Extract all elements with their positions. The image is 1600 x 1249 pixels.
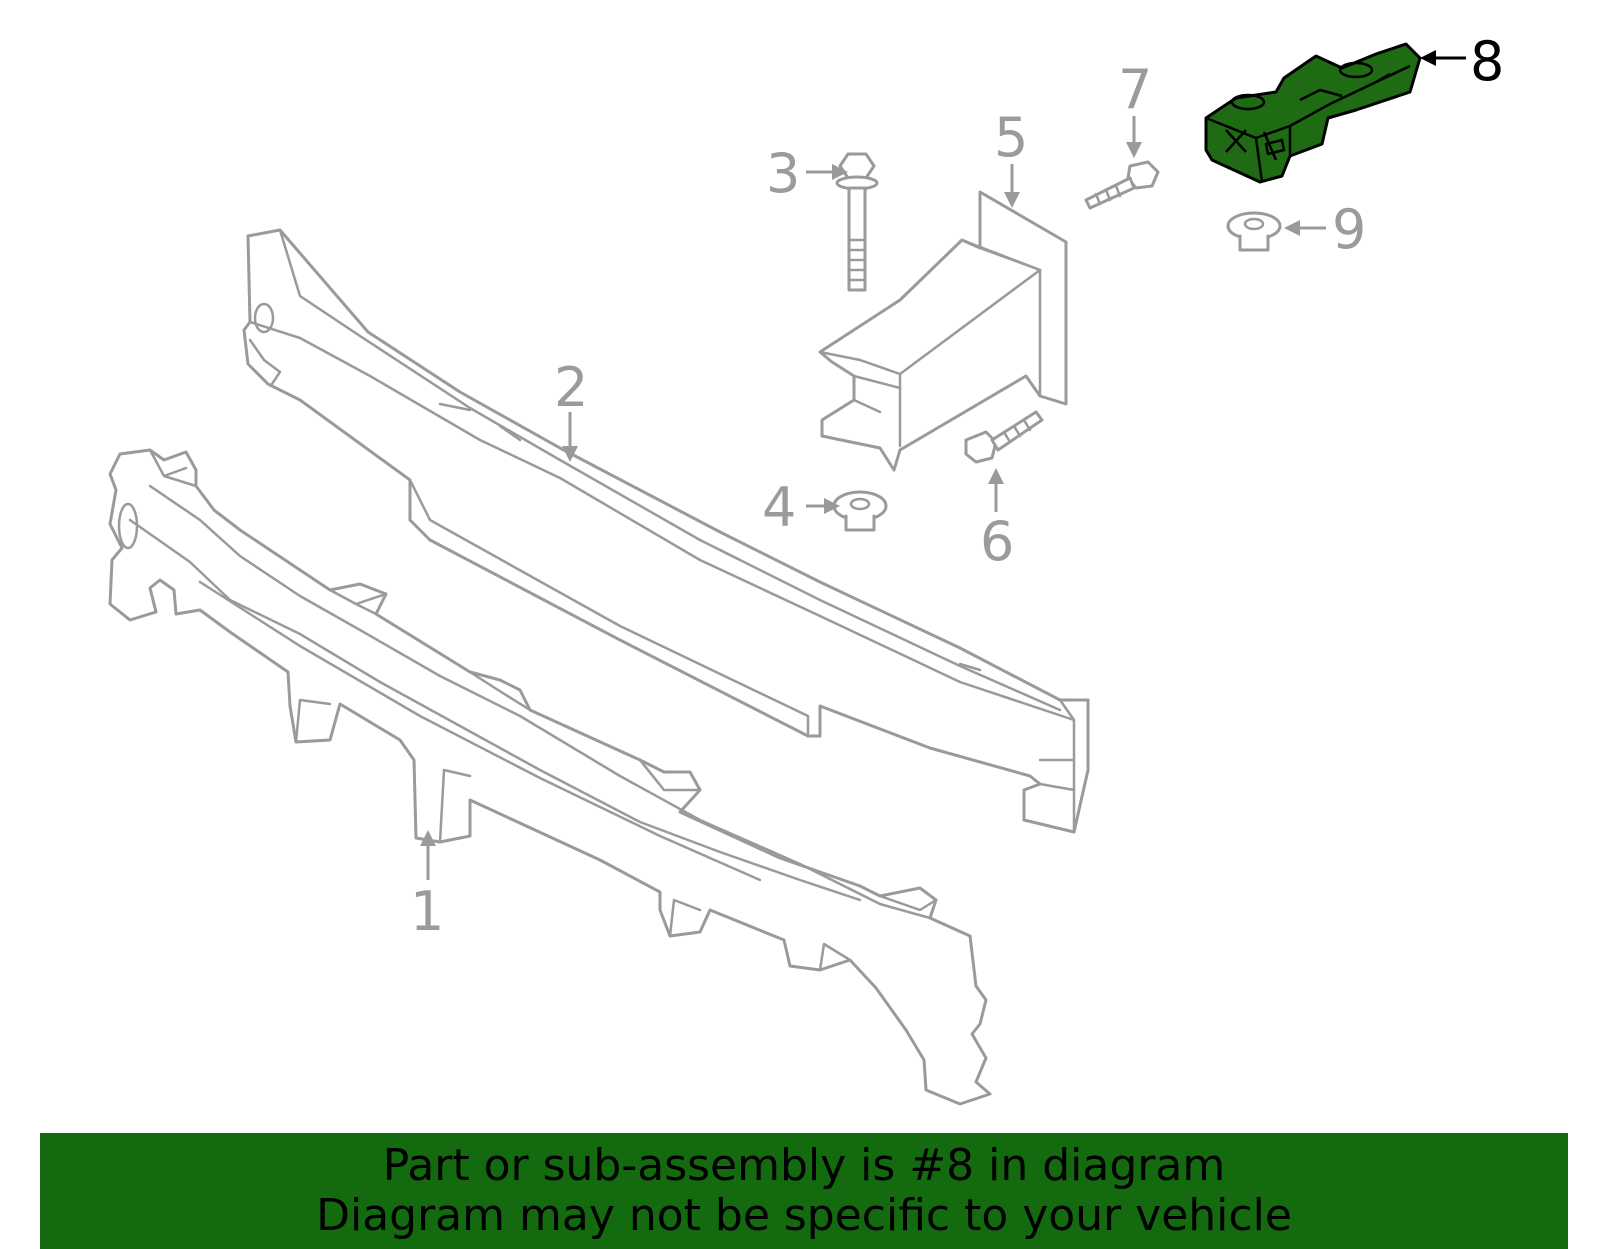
leader-2 — [562, 412, 578, 462]
part-5-bracket — [818, 190, 1068, 472]
callout-2: 2 — [554, 356, 588, 419]
leader-1 — [420, 830, 436, 880]
disclaimer-banner: Part or sub-assembly is #8 in diagram Di… — [40, 1133, 1568, 1249]
callout-1: 1 — [410, 880, 444, 943]
leader-7 — [1126, 116, 1142, 158]
part-9-flange-nut — [1226, 211, 1282, 252]
callout-4: 4 — [762, 476, 796, 539]
part-6-bolt — [964, 410, 1044, 464]
banner-line-1: Part or sub-assembly is #8 in diagram — [382, 1140, 1226, 1191]
leader-8 — [1420, 50, 1466, 66]
banner-line-2: Diagram may not be specific to your vehi… — [316, 1190, 1292, 1241]
part-2-reinforcement-beam — [242, 228, 1090, 834]
leader-4 — [806, 498, 840, 514]
leader-3 — [806, 164, 848, 180]
callout-5: 5 — [994, 106, 1028, 169]
part-4-flange-nut — [832, 490, 888, 532]
callout-9: 9 — [1332, 198, 1366, 261]
part-1-lower-absorber — [108, 448, 992, 1106]
part-7-bolt — [1084, 160, 1160, 210]
callout-8: 8 — [1470, 30, 1504, 93]
part-8-highlighted-bracket — [1204, 42, 1422, 184]
leader-9 — [1284, 220, 1326, 236]
callout-6: 6 — [980, 510, 1014, 573]
part-3-long-bolt — [835, 152, 879, 292]
leader-5 — [1004, 164, 1020, 208]
callout-3: 3 — [766, 142, 800, 205]
leader-6 — [988, 468, 1004, 512]
callout-7: 7 — [1118, 58, 1152, 121]
